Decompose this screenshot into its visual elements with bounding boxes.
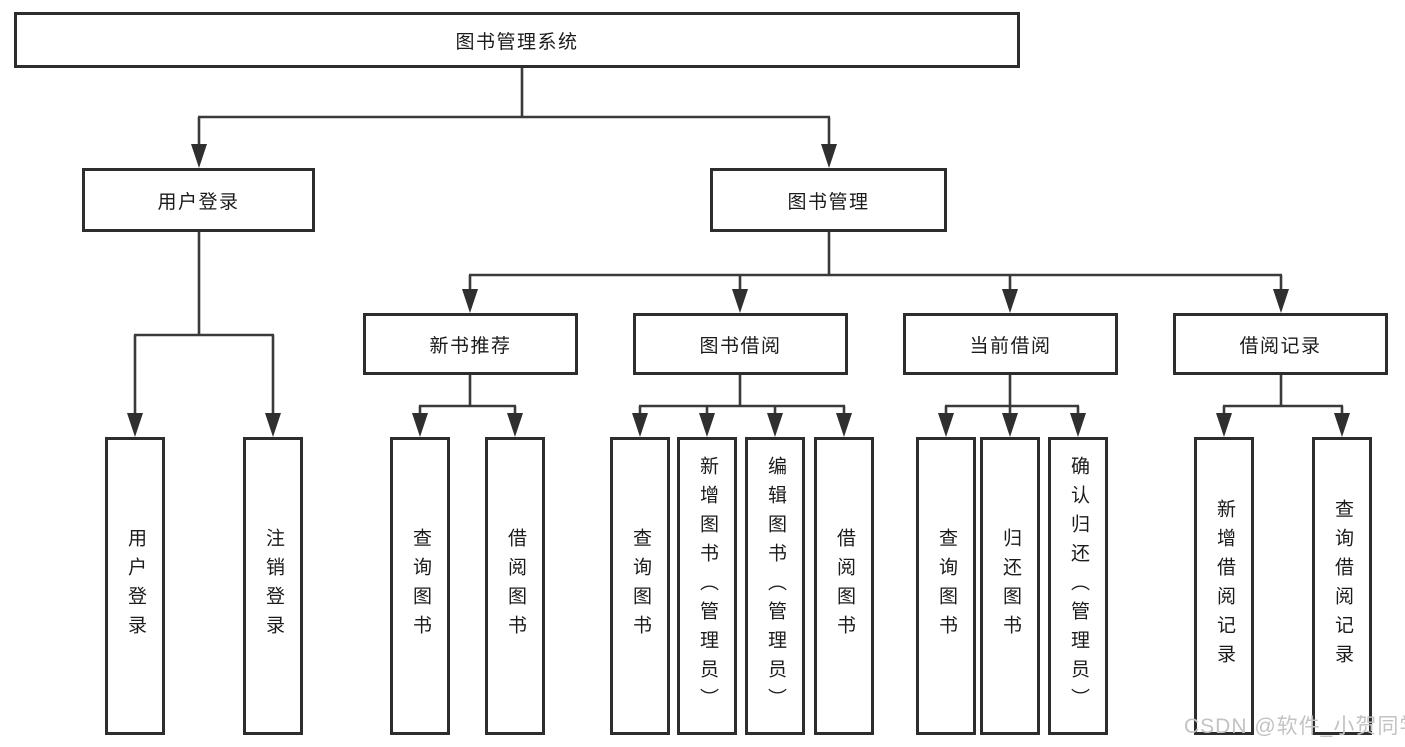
node-leaf-borrow-book-label: 借阅图书 xyxy=(833,528,855,644)
node-leaf-logout-label: 注销登录 xyxy=(262,528,284,644)
watermark: CSDN @软件_小贺同学 xyxy=(1184,715,1405,738)
node-leaf-return-book-label: 归还图书 xyxy=(999,528,1021,644)
connector-root-to-level2 xyxy=(191,68,837,168)
node-leaf-logout: 注销登录 xyxy=(243,437,303,735)
node-book-mgmt: 图书管理 xyxy=(710,168,947,232)
node-borrow-record-label: 借阅记录 xyxy=(1239,335,1322,357)
node-leaf-borrow-book-rec-label: 借阅图书 xyxy=(504,528,526,644)
node-leaf-add-borrow-record-label: 新增借阅记录 xyxy=(1213,499,1235,673)
node-leaf-edit-book-admin-label: 编辑图书（管理员） xyxy=(764,455,786,717)
node-leaf-borrow-book: 借阅图书 xyxy=(814,437,874,735)
node-book-borrow-label: 图书借阅 xyxy=(699,335,782,357)
connector-login-to-leaves xyxy=(127,232,281,437)
node-leaf-query-book-borrow: 查询图书 xyxy=(610,437,670,735)
node-leaf-query-book-borrow-label: 查询图书 xyxy=(629,528,651,644)
connector-record-to-leaves xyxy=(1216,375,1350,437)
node-leaf-confirm-return-admin-label: 确认归还（管理员） xyxy=(1067,455,1089,717)
node-leaf-query-book-rec-label: 查询图书 xyxy=(409,528,431,644)
connector-bookmgmt-to-level3 xyxy=(462,232,1289,313)
node-book-mgmt-label: 图书管理 xyxy=(787,191,870,213)
node-leaf-return-book: 归还图书 xyxy=(980,437,1040,735)
node-leaf-add-book-admin-label: 新增图书（管理员） xyxy=(696,455,718,717)
node-root-label: 图书管理系统 xyxy=(455,31,579,53)
node-book-borrow: 图书借阅 xyxy=(633,313,848,375)
node-leaf-add-book-admin: 新增图书（管理员） xyxy=(677,437,737,735)
node-new-book-rec-label: 新书推荐 xyxy=(429,335,512,357)
connector-borrow-to-leaves xyxy=(632,375,852,437)
node-leaf-borrow-book-rec: 借阅图书 xyxy=(485,437,545,735)
node-new-book-rec: 新书推荐 xyxy=(363,313,578,375)
connector-newbook-to-leaves xyxy=(412,375,523,437)
node-leaf-query-borrow-record-label: 查询借阅记录 xyxy=(1331,499,1353,673)
node-borrow-record: 借阅记录 xyxy=(1173,313,1388,375)
node-leaf-user-login: 用户登录 xyxy=(105,437,165,735)
connector-current-to-leaves xyxy=(938,375,1086,437)
node-user-login: 用户登录 xyxy=(82,168,315,232)
node-leaf-query-borrow-record: 查询借阅记录 xyxy=(1312,437,1372,735)
node-current-borrow: 当前借阅 xyxy=(903,313,1118,375)
node-leaf-edit-book-admin: 编辑图书（管理员） xyxy=(745,437,805,735)
node-leaf-user-login-label: 用户登录 xyxy=(124,528,146,644)
node-leaf-confirm-return-admin: 确认归还（管理员） xyxy=(1048,437,1108,735)
node-user-login-label: 用户登录 xyxy=(157,191,240,213)
node-leaf-add-borrow-record: 新增借阅记录 xyxy=(1194,437,1254,735)
node-leaf-query-book-current: 查询图书 xyxy=(916,437,976,735)
node-leaf-query-book-rec: 查询图书 xyxy=(390,437,450,735)
node-current-borrow-label: 当前借阅 xyxy=(969,335,1052,357)
node-root: 图书管理系统 xyxy=(14,12,1020,68)
node-leaf-query-book-current-label: 查询图书 xyxy=(935,528,957,644)
